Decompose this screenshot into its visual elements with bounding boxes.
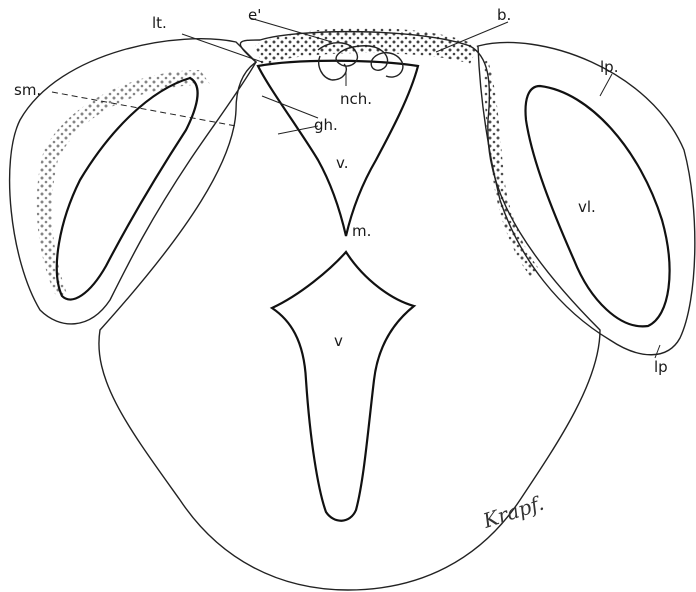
label-v-lower: v	[334, 332, 343, 350]
gh-leader-1	[262, 96, 318, 118]
label-b: b.	[497, 6, 511, 24]
label-lp-bottom: lp	[654, 358, 668, 376]
label-gh: gh.	[314, 116, 338, 134]
left-lobe-stipple	[37, 70, 210, 296]
label-lt: lt.	[152, 14, 167, 32]
upper-ventricle	[258, 61, 418, 236]
right-lobe-stipple	[484, 60, 540, 276]
label-sm: sm.	[14, 81, 41, 99]
lp-top-leader	[600, 74, 612, 96]
label-v-upper: v.	[336, 154, 348, 172]
right-lobe-cavity	[526, 86, 670, 326]
label-vl: vl.	[578, 198, 596, 216]
label-lp-top: lp.	[600, 58, 618, 76]
label-nch: nch.	[340, 90, 372, 108]
label-m: m.	[352, 222, 371, 240]
lower-ventricle	[272, 252, 414, 521]
dorsal-band	[255, 28, 478, 66]
lp-bottom-leader	[655, 345, 660, 358]
artist-signature: Krapf.	[479, 491, 547, 533]
lt-leader	[182, 34, 262, 62]
label-e: e'	[248, 6, 261, 24]
